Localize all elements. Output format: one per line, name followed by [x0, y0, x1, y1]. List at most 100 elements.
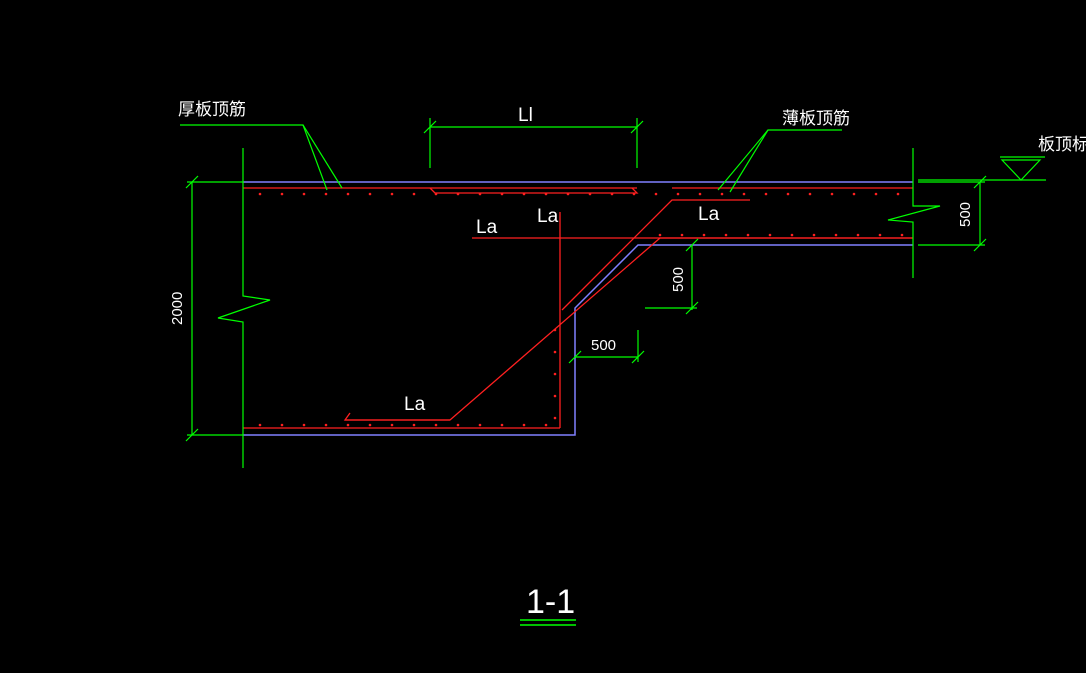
concrete-outline	[243, 181, 913, 436]
rebar-dot	[786, 192, 790, 196]
dim-step-v-tick-bottom	[685, 301, 699, 315]
dim-thin-500-tick-top	[973, 175, 987, 189]
rebar-dot	[724, 233, 728, 237]
thin-slab-upper-rebar	[561, 199, 750, 311]
anchor-label-3: La	[476, 217, 498, 238]
rebar-dot	[874, 192, 878, 196]
rebar-dot	[588, 192, 592, 196]
dim-thin-500-tick-bottom	[973, 238, 987, 252]
rebar-dot	[900, 233, 904, 237]
rebar-dot	[553, 350, 557, 354]
rebar-dot	[702, 233, 706, 237]
left-break-line	[217, 148, 271, 468]
slab-bottom-edge	[243, 244, 913, 436]
rebar-dot	[478, 192, 482, 196]
dimension-lines	[180, 118, 1046, 468]
rebar-dot	[553, 372, 557, 376]
thin-rebar-leader-2	[729, 129, 769, 193]
rebar-dot	[456, 192, 460, 196]
thick-slab-top-rebar-hook	[429, 187, 639, 194]
rebar-dot	[258, 423, 262, 427]
rebar-dot	[434, 423, 438, 427]
dim-thin-500-label: 500	[957, 202, 974, 227]
rebar-group	[243, 187, 913, 429]
dim-step-h-tick-right	[631, 350, 645, 364]
section-title: 1-1	[526, 583, 575, 621]
dim-ll-tick-left	[423, 120, 437, 134]
rebar-dot	[522, 192, 526, 196]
thin-slab-top-rebar-label: 薄板顶筋	[782, 109, 850, 129]
dim-2000-label: 2000	[169, 292, 186, 325]
dim-step-h-tick-left	[568, 350, 582, 364]
rebar-dot	[324, 192, 328, 196]
rebar-dot	[856, 233, 860, 237]
rebar-dot	[878, 233, 882, 237]
rebar-dot	[852, 192, 856, 196]
rebar-dot	[812, 233, 816, 237]
rebar-dot	[808, 192, 812, 196]
rebar-dot	[658, 233, 662, 237]
rebar-dot	[790, 233, 794, 237]
rebar-dot	[768, 233, 772, 237]
rebar-dot	[698, 192, 702, 196]
rebar-dot	[566, 192, 570, 196]
elevation-triangle	[1000, 159, 1042, 181]
anchor-label-2: La	[698, 204, 720, 225]
rebar-dot	[764, 192, 768, 196]
rebar-dot	[544, 192, 548, 196]
step-inclined-rebar	[345, 237, 913, 421]
lap-length-label: Ll	[518, 105, 533, 126]
rebar-dot	[720, 192, 724, 196]
rebar-dot	[553, 394, 557, 398]
rebar-dot	[302, 192, 306, 196]
anchor-label-4: La	[404, 394, 426, 415]
rebar-dot	[280, 423, 284, 427]
right-break-line	[887, 148, 941, 278]
anchor-label-1: La	[537, 206, 559, 227]
thick-rebar-leader-2	[302, 124, 343, 189]
rebar-dot	[412, 423, 416, 427]
dim-step-v-label: 500	[670, 267, 687, 292]
rebar-dot	[456, 423, 460, 427]
rebar-dot	[680, 233, 684, 237]
dim-step-v-tick-top	[685, 238, 699, 252]
rebar-dot	[434, 192, 438, 196]
rebar-dot	[368, 423, 372, 427]
rebar-dot	[390, 192, 394, 196]
rebar-dot	[742, 192, 746, 196]
rebar-dot	[553, 416, 557, 420]
rebar-dot	[676, 192, 680, 196]
dim-2000-tick-bottom	[185, 428, 199, 442]
dim-2000-tick-top	[185, 175, 199, 189]
rebar-dot	[368, 192, 372, 196]
bottom-rebar-hook	[343, 412, 450, 421]
thick-rebar-leader	[180, 124, 328, 191]
rebar-dot	[478, 423, 482, 427]
rebar-dot	[302, 423, 306, 427]
rebar-dot	[500, 423, 504, 427]
thick-slab-top-rebar-label: 厚板顶筋	[178, 100, 246, 120]
rebar-dot	[500, 192, 504, 196]
rebar-dot	[346, 192, 350, 196]
dim-ll-tick-right	[630, 120, 644, 134]
rebar-dot	[830, 192, 834, 196]
rebar-dot	[258, 192, 262, 196]
rebar-dot	[610, 192, 614, 196]
rebar-dot	[632, 192, 636, 196]
rebar-dot	[346, 423, 350, 427]
rebar-dot	[896, 192, 900, 196]
rebar-dot	[834, 233, 838, 237]
rebar-dot	[324, 423, 328, 427]
rebar-dot	[746, 233, 750, 237]
rebar-dot	[412, 192, 416, 196]
rebar-dot	[553, 328, 557, 332]
rebar-dot	[544, 423, 548, 427]
dim-step-h-label: 500	[591, 337, 616, 354]
rebar-dot	[280, 192, 284, 196]
rebar-dot	[654, 192, 658, 196]
slab-top-elevation-label: 板顶标高	[1038, 135, 1086, 155]
rebar-dot	[390, 423, 394, 427]
rebar-dot	[522, 423, 526, 427]
rebar-dots	[258, 192, 904, 427]
